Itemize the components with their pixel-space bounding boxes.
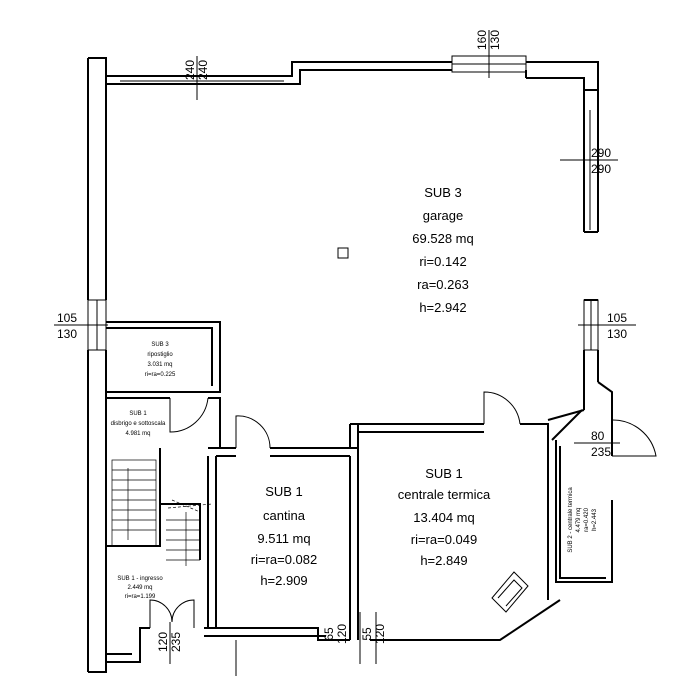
- ripostiglio-label-3: ri=ra=0.225: [145, 372, 176, 378]
- cantina-label-2: 9.511 mq: [257, 531, 310, 546]
- dim-right-side-b: 235: [591, 445, 611, 459]
- centrale-label-3: ri=ra=0.049: [411, 532, 478, 547]
- cantina-label-1: cantina: [263, 508, 306, 523]
- door-sub2: [611, 419, 657, 457]
- dim-top-left-a: 240: [183, 60, 197, 80]
- dim-right-mid-a: 105: [607, 311, 627, 325]
- ingresso-label-0: SUB 1 - ingresso: [117, 576, 163, 582]
- sub2-label-3: h=2.443: [592, 508, 598, 531]
- ripostiglio-label-0: SUB 3: [151, 342, 169, 348]
- garage-label-2: 69.528 mq: [412, 231, 473, 246]
- door-cantina: [235, 415, 271, 449]
- dim-right-mid-b: 130: [607, 327, 627, 341]
- dim-bottom-2-a: 65: [322, 627, 336, 641]
- dim-top-right: 160 130: [475, 30, 502, 50]
- centrale-label-0: SUB 1: [425, 466, 463, 481]
- garage-label-0: SUB 3: [424, 185, 462, 200]
- ripostiglio-label-1: ripostiglio: [147, 352, 173, 358]
- garage-label-5: h=2.942: [419, 300, 466, 315]
- doors: [149, 391, 657, 628]
- door-ingresso: [149, 599, 195, 628]
- disbrigo-label-1: disbrigo e sottoscala: [111, 421, 166, 427]
- label-ingresso: SUB 1 - ingresso 2.449 mq ri=ra=1.199: [117, 576, 163, 600]
- dim-bottom-3: 55 120: [360, 624, 387, 644]
- dim-right-upper-a: 290: [591, 146, 611, 160]
- label-cantina: SUB 1 cantina 9.511 mq ri=ra=0.082 h=2.9…: [251, 484, 318, 588]
- sub2-label-1: 4.479 mq: [576, 507, 582, 532]
- label-sub2: SUB 2 - centrale termica 4.479 mq ra=0.4…: [568, 487, 598, 553]
- dim-bottom-1: 120 235: [156, 632, 183, 652]
- centrale-label-1: centrale termica: [398, 487, 491, 502]
- dim-right-upper-b: 290: [591, 162, 611, 176]
- garage-label-4: ra=0.263: [417, 277, 469, 292]
- disbrigo-label-0: SUB 1: [129, 411, 147, 417]
- dim-left-mid-b: 130: [57, 327, 77, 341]
- dim-bottom-2: 65 120: [322, 624, 349, 644]
- door-centrale: [483, 391, 521, 425]
- stairs: [111, 459, 213, 566]
- ingresso-label-2: ri=ra=1.199: [125, 594, 156, 600]
- door-disbrigo: [169, 397, 209, 433]
- dimension-lines: [54, 30, 636, 676]
- dim-bottom-1-a: 120: [156, 632, 170, 652]
- cantina-label-4: h=2.909: [260, 573, 307, 588]
- dim-top-left: 240 240: [183, 60, 210, 80]
- dim-top-left-b: 240: [196, 60, 210, 80]
- garage-label-1: garage: [423, 208, 463, 223]
- label-ripostiglio: SUB 3 ripostiglio 3.031 mq ri=ra=0.225: [145, 342, 176, 378]
- dim-left-mid-a: 105: [57, 311, 77, 325]
- centrale-label-4: h=2.849: [420, 553, 467, 568]
- dim-bottom-3-b: 120: [373, 624, 387, 644]
- dim-bottom-2-b: 120: [335, 624, 349, 644]
- cantina-label-3: ri=ra=0.082: [251, 552, 318, 567]
- garage-label-3: ri=0.142: [419, 254, 466, 269]
- ingresso-label-1: 2.449 mq: [127, 585, 152, 591]
- centrale-label-2: 13.404 mq: [413, 510, 474, 525]
- dim-bottom-3-a: 55: [360, 627, 374, 641]
- boiler: [491, 571, 529, 613]
- label-disbrigo: SUB 1 disbrigo e sottoscala 4.981 mq: [111, 411, 166, 437]
- dim-bottom-1-b: 235: [169, 632, 183, 652]
- dim-top-right-a: 160: [475, 30, 489, 50]
- dim-right-side-a: 80: [591, 429, 605, 443]
- sub2-label-2: ra=0.420: [584, 507, 590, 532]
- column-marker: [337, 247, 349, 259]
- label-centrale: SUB 1 centrale termica 13.404 mq ri=ra=0…: [398, 466, 491, 568]
- dim-top-right-b: 130: [488, 30, 502, 50]
- sub2-label-0: SUB 2 - centrale termica: [568, 487, 574, 553]
- ripostiglio-label-2: 3.031 mq: [147, 362, 172, 368]
- interior-walls: [106, 321, 613, 640]
- cantina-label-0: SUB 1: [265, 484, 303, 499]
- label-garage: SUB 3 garage 69.528 mq ri=0.142 ra=0.263…: [412, 185, 473, 315]
- disbrigo-label-2: 4.981 mq: [125, 431, 150, 437]
